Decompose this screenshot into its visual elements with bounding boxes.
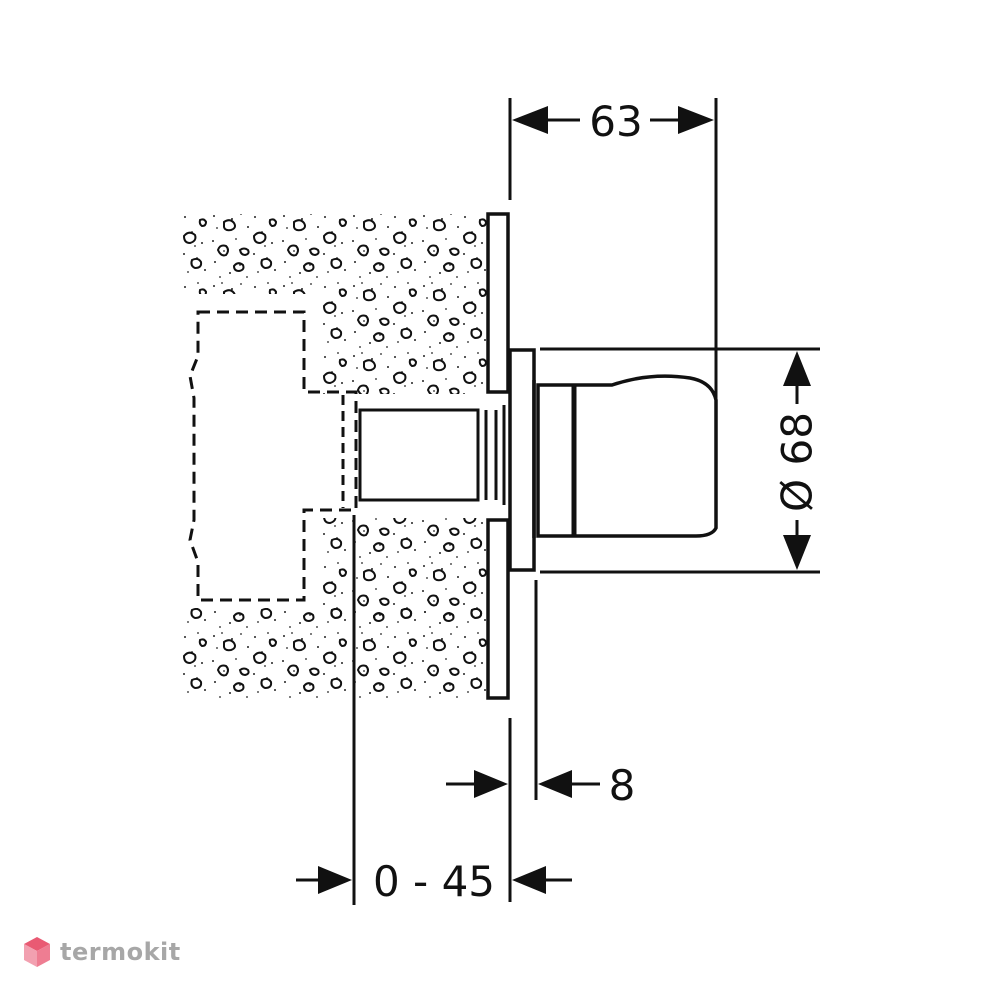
wall-upper-inner bbox=[320, 294, 490, 394]
wall-plate bbox=[486, 518, 510, 700]
dimension-label-diameter: Ø 68 bbox=[773, 412, 822, 512]
arrowhead bbox=[783, 351, 811, 386]
dimension-label-rosette: 8 bbox=[609, 761, 636, 810]
hidden-valve-body bbox=[188, 310, 358, 602]
dimension-label-depth: 63 bbox=[589, 97, 642, 146]
arrowhead bbox=[783, 535, 811, 570]
dimension-rosette bbox=[446, 580, 600, 902]
extension-sleeve bbox=[358, 405, 506, 505]
brand-name: termokit bbox=[60, 938, 181, 966]
watermark: termokit bbox=[22, 935, 181, 969]
dimension-wall-range bbox=[296, 515, 572, 905]
wall-section bbox=[180, 214, 490, 698]
arrowhead bbox=[678, 106, 714, 134]
arrowhead bbox=[318, 866, 352, 894]
wall-bottom bbox=[180, 608, 490, 698]
arrowhead bbox=[512, 866, 546, 894]
valve-handle bbox=[536, 374, 718, 538]
rosette bbox=[508, 348, 536, 572]
arrowhead bbox=[512, 106, 548, 134]
dimension-depth bbox=[508, 98, 718, 410]
dimension-diameter bbox=[540, 347, 820, 574]
dimension-label-wall-range: 0 - 45 bbox=[373, 857, 495, 906]
wall-lower-inner bbox=[320, 518, 490, 618]
wall-plate bbox=[486, 212, 510, 394]
wall-top bbox=[180, 214, 490, 294]
arrowhead bbox=[538, 770, 572, 798]
brand-cube-icon bbox=[24, 937, 50, 967]
arrowhead bbox=[474, 770, 508, 798]
